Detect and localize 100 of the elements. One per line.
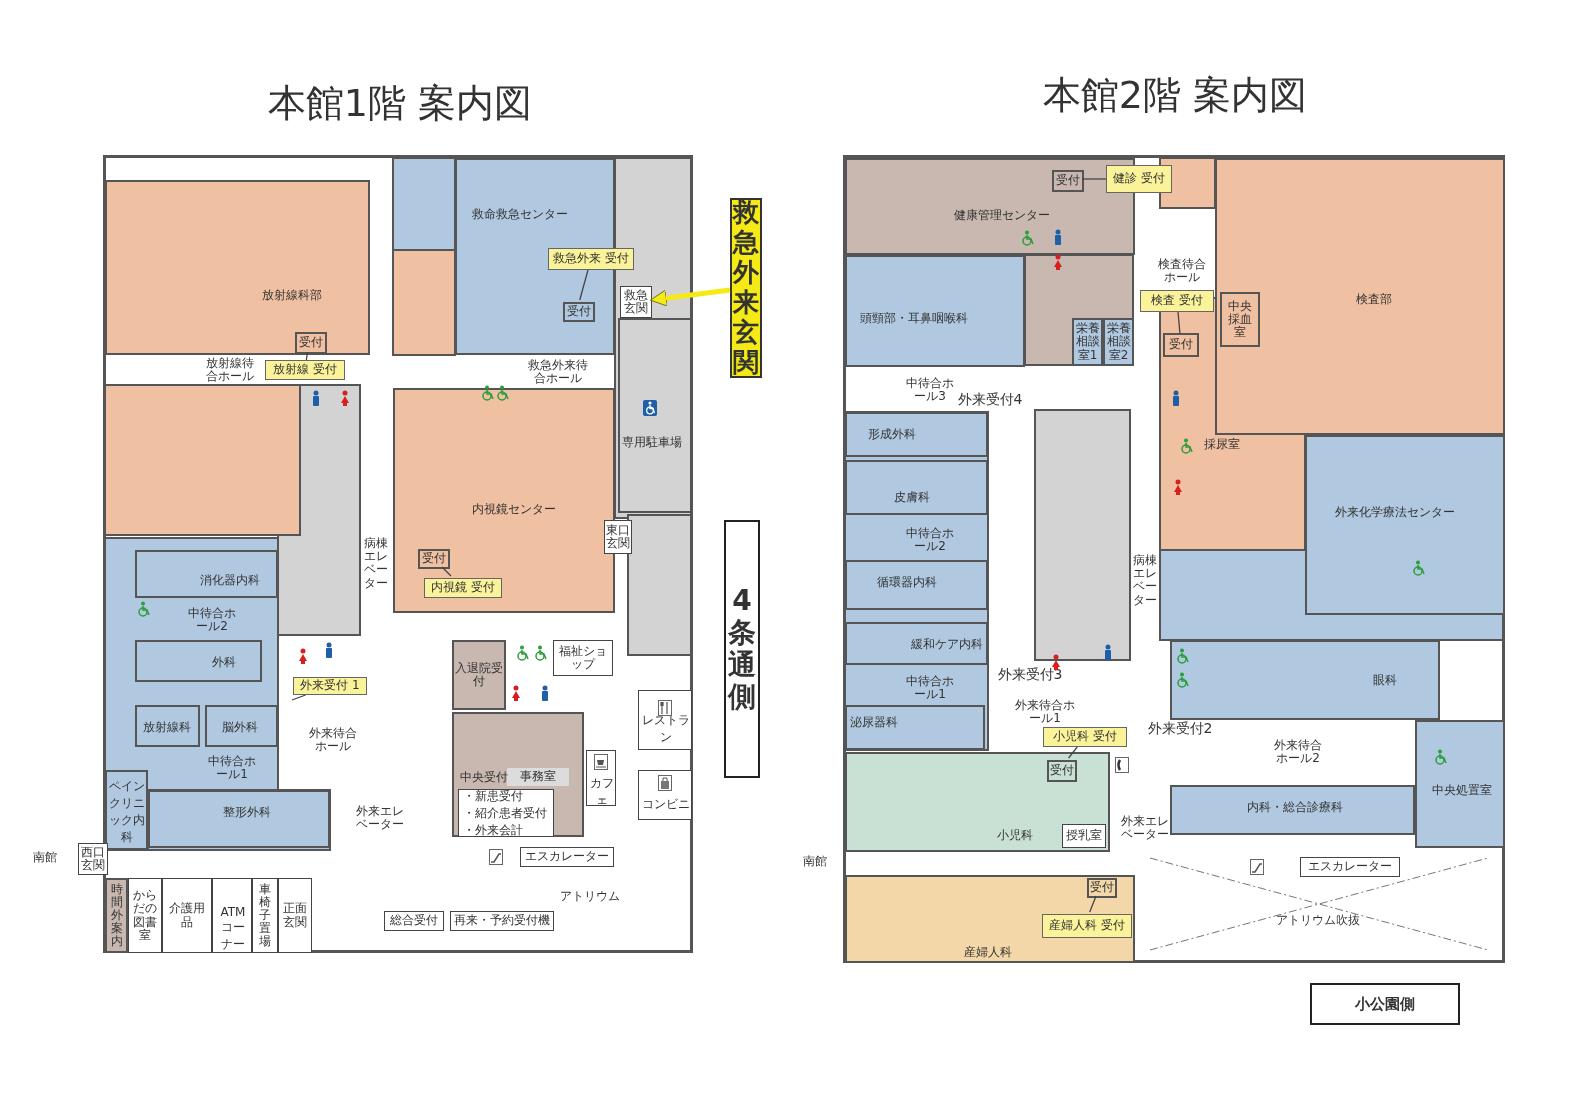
area-label: 中待合ホール3 bbox=[905, 376, 955, 404]
list-item: ・新患受付 bbox=[463, 787, 524, 805]
room-label: コンビニ bbox=[642, 795, 690, 813]
area-label: 検査待合ホール bbox=[1157, 257, 1207, 285]
department-area bbox=[845, 460, 988, 515]
list-item: ・外来会計 bbox=[463, 821, 524, 839]
department-area: 入退院受付 bbox=[452, 640, 506, 710]
department-area bbox=[148, 790, 330, 848]
room-label: 循環器内科 bbox=[877, 573, 937, 591]
room-label: 内科・総合診療科 bbox=[1247, 798, 1343, 816]
leader-line bbox=[305, 351, 309, 361]
facility-box: エスカレーター bbox=[520, 847, 614, 867]
room-label: 泌尿器科 bbox=[850, 713, 898, 731]
room-label: カフェ bbox=[589, 775, 615, 809]
area-label: 外来受付4 bbox=[957, 392, 1023, 408]
facility-box: 救急玄関 bbox=[620, 286, 652, 318]
department-area bbox=[845, 875, 1135, 963]
department-area: 受付 bbox=[1163, 333, 1199, 357]
area-label: 外来待合ホール bbox=[308, 726, 358, 754]
department-area: 時間外案内 bbox=[105, 878, 128, 953]
room-label: 検査部 bbox=[1356, 290, 1392, 308]
area-label: 救急外来待合ホール bbox=[527, 358, 589, 386]
floor-title: 本館1階 案内図 bbox=[266, 80, 534, 127]
room-label: 内視鏡センター bbox=[472, 500, 556, 518]
area-label: 外来受付2 bbox=[1147, 721, 1213, 737]
room-label: 専用駐車場 bbox=[622, 433, 682, 451]
facility-box: からだの図書室 bbox=[128, 878, 162, 953]
department-area bbox=[135, 640, 262, 682]
area-label: 外来待合ホール2 bbox=[1273, 738, 1323, 766]
area-label: アトリウム bbox=[560, 890, 620, 904]
department-area: 受付 bbox=[418, 549, 450, 569]
leader-line bbox=[650, 287, 731, 307]
room-label: 放射線科部 bbox=[262, 286, 322, 304]
entrance-sign: 救急外来玄関 bbox=[730, 198, 762, 378]
facility-box bbox=[212, 878, 252, 953]
department-area bbox=[105, 770, 148, 850]
facility-box: 再来・予約受付機 bbox=[450, 911, 554, 931]
department-area bbox=[1215, 158, 1505, 435]
department-area bbox=[845, 560, 988, 610]
room-label: 消化器内科 bbox=[200, 571, 260, 589]
facility-box: 授乳室 bbox=[1062, 824, 1106, 848]
area-label: 採尿室 bbox=[1204, 438, 1240, 452]
facility-box: 正面玄関 bbox=[278, 878, 312, 953]
list-item: ・紹介患者受付 bbox=[463, 804, 548, 822]
department-area bbox=[845, 752, 1110, 852]
room-label: 頭頸部・耳鼻咽喉科 bbox=[860, 309, 968, 327]
room-label: 形成外科 bbox=[868, 425, 916, 443]
room-label: 外科 bbox=[212, 653, 236, 671]
area-label: 南館 bbox=[33, 851, 57, 865]
room-label: ペインクリニック内科 bbox=[108, 778, 146, 846]
department-area bbox=[135, 550, 278, 598]
department-area bbox=[1305, 435, 1505, 615]
office-area: 事務室 bbox=[507, 768, 569, 786]
callout-bubble: 内視鏡 受付 bbox=[424, 578, 502, 598]
room-label: 中央受付 bbox=[460, 768, 508, 786]
facility-box: 介護用品 bbox=[162, 878, 212, 953]
callout-bubble: 放射線 受付 bbox=[265, 360, 345, 380]
department-area bbox=[105, 180, 370, 355]
room-label: 整形外科 bbox=[223, 803, 271, 821]
callout-bubble: 小児科 受付 bbox=[1043, 727, 1127, 747]
room-label: 外来化学療法センター bbox=[1335, 503, 1455, 521]
leader-line bbox=[1089, 895, 1097, 913]
parking-area bbox=[618, 318, 692, 513]
facility-box bbox=[638, 770, 692, 820]
room-label: 緩和ケア内科 bbox=[911, 635, 983, 653]
area-label: 外来待合ホール1 bbox=[1015, 698, 1075, 726]
room-label: レストラン bbox=[642, 712, 690, 746]
department-area bbox=[845, 255, 1025, 367]
department-area bbox=[1415, 720, 1505, 848]
facility-box: 福祉ショップ bbox=[553, 640, 613, 676]
leader-line bbox=[579, 269, 589, 301]
facility-box: 東口玄関 bbox=[604, 520, 632, 554]
area-label: 外来エレベーター bbox=[355, 804, 405, 832]
department-area bbox=[452, 712, 584, 837]
department-area bbox=[1170, 640, 1440, 720]
leader-line bbox=[1081, 178, 1107, 180]
department-area: 栄養相談室2 bbox=[1103, 318, 1134, 366]
street-side-sign: 4条通側 bbox=[724, 520, 760, 778]
facility-box: 西口玄関 bbox=[78, 843, 108, 875]
room-label: 救命救急センター bbox=[472, 205, 568, 223]
department-area: 栄養相談室1 bbox=[1072, 318, 1103, 366]
department-area: 受付 bbox=[295, 332, 327, 354]
facility-box bbox=[638, 690, 692, 750]
department-area bbox=[845, 158, 1135, 255]
leader-line bbox=[1177, 311, 1181, 334]
facility-box: 総合受付 bbox=[384, 911, 444, 931]
room-label: 皮膚科 bbox=[894, 488, 930, 506]
room-label: 放射線科 bbox=[143, 718, 191, 736]
leader-line bbox=[441, 566, 452, 577]
room-label: 小児科 bbox=[997, 826, 1033, 844]
facility-box bbox=[458, 789, 554, 837]
department-area bbox=[1170, 785, 1415, 835]
department-area: 受付 bbox=[1087, 878, 1117, 898]
room-label: 産婦人科 bbox=[964, 943, 1012, 961]
department-area: 受付 bbox=[1047, 760, 1077, 782]
facility-box: 車椅子置場 bbox=[252, 878, 278, 953]
room-label: 眼科 bbox=[1373, 671, 1397, 689]
room-label: 中央処置室 bbox=[1432, 781, 1492, 799]
department-area: 受付 bbox=[563, 302, 595, 322]
area-label: 病棟エレベーター bbox=[363, 536, 389, 590]
